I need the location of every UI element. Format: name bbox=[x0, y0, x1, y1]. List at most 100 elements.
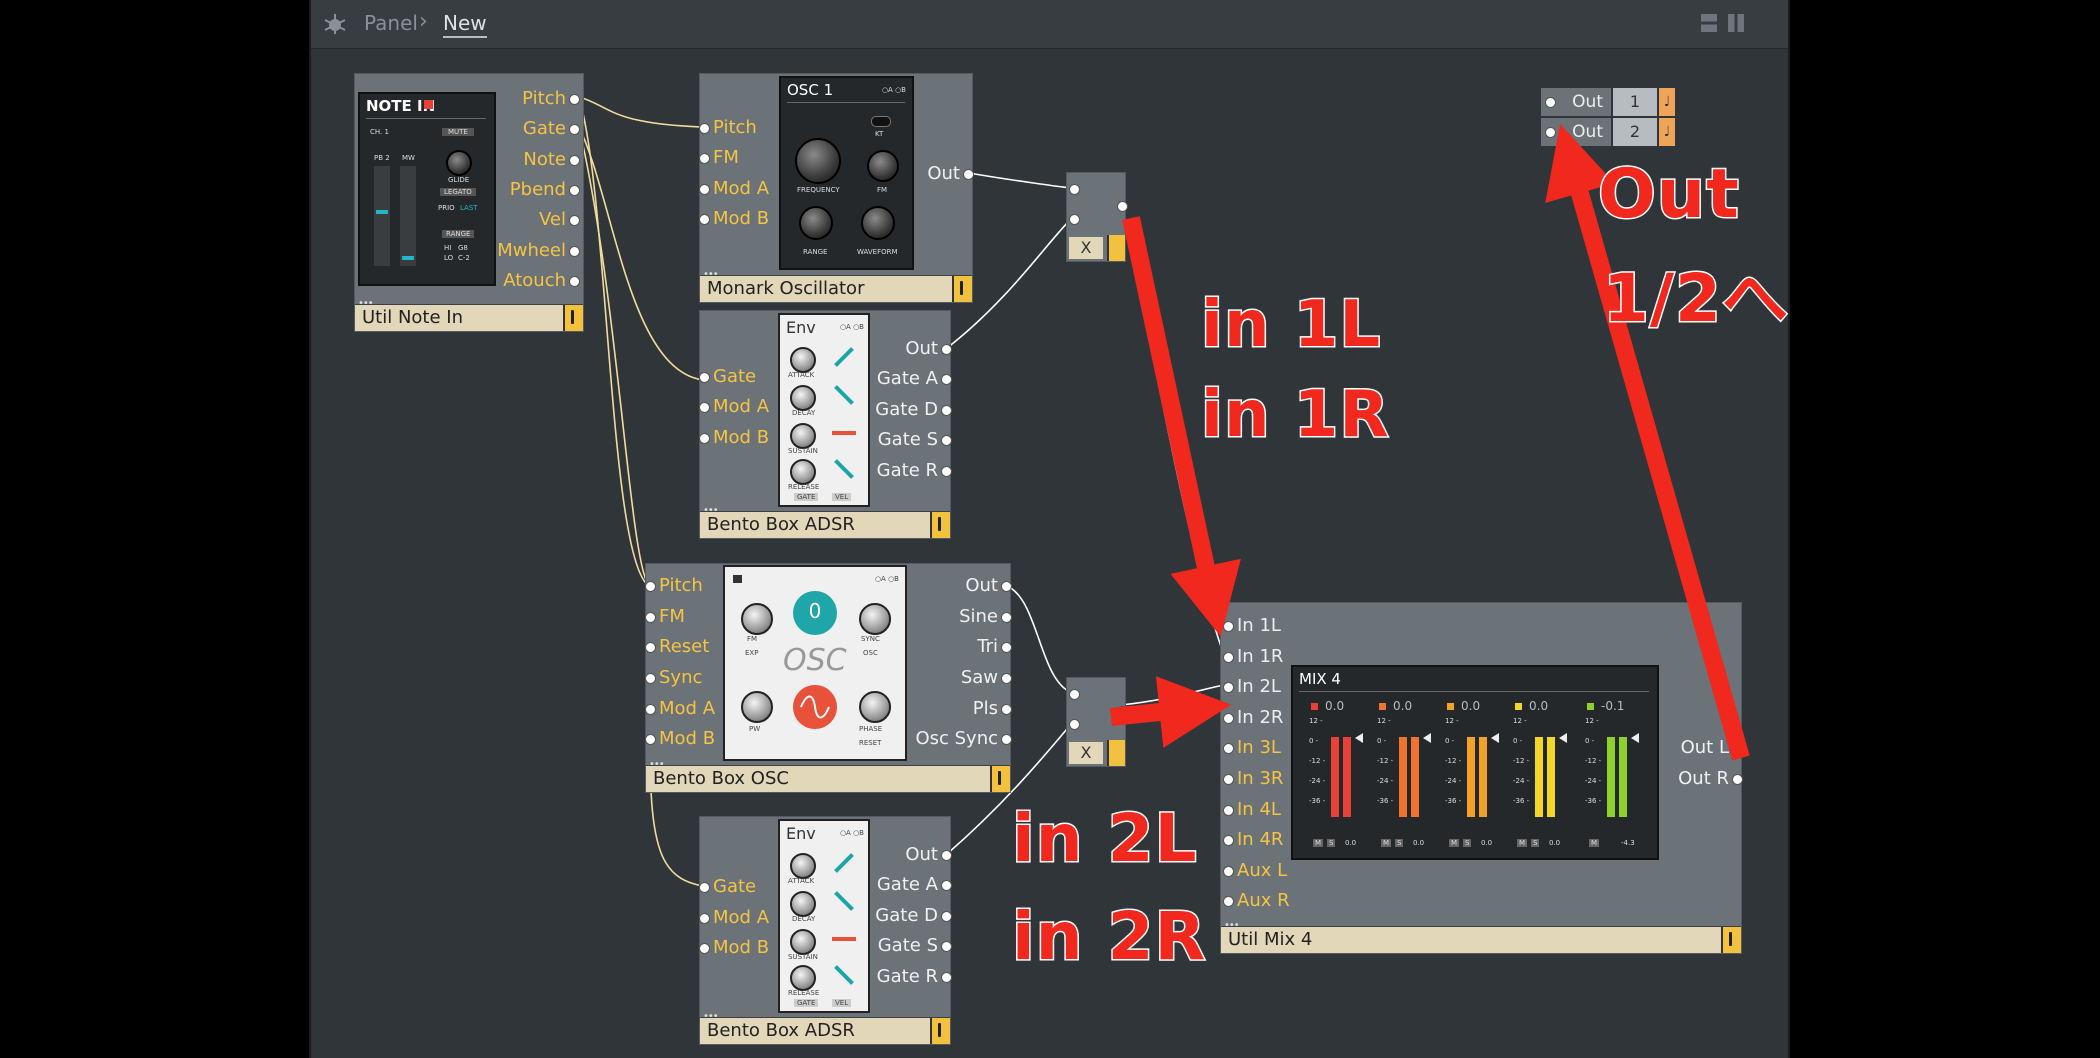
port-in-1r[interactable]: In 1R bbox=[1223, 646, 1283, 668]
mute-button[interactable]: M bbox=[1589, 839, 1600, 847]
port-pitch-out[interactable]: Pitch bbox=[522, 88, 580, 110]
port-sync-in[interactable]: Sync bbox=[645, 667, 702, 689]
port-out[interactable]: Out bbox=[927, 163, 974, 185]
breadcrumb-panel[interactable]: Panel bbox=[364, 11, 418, 35]
port-pbend-out[interactable]: Pbend bbox=[510, 179, 580, 201]
module-util-note-in[interactable]: NOTE IN CH. 1 MUTE PB 2 MW GLIDE LEGATO … bbox=[354, 73, 584, 332]
mute-button[interactable]: MUTE bbox=[442, 128, 474, 136]
sustain-knob[interactable] bbox=[790, 423, 816, 449]
out-channel[interactable]: 1 bbox=[1613, 88, 1657, 116]
port-gate-d-out[interactable]: Gate D bbox=[875, 399, 952, 421]
solo-button[interactable]: S bbox=[1395, 839, 1404, 847]
breadcrumb-new[interactable]: New bbox=[443, 11, 487, 38]
legato-button[interactable]: LEGATO bbox=[440, 188, 476, 196]
solo-button[interactable]: S bbox=[1463, 839, 1472, 847]
waveform-knob[interactable] bbox=[861, 206, 895, 240]
vca-out-jack[interactable] bbox=[1117, 201, 1128, 212]
port-gate-a-out[interactable]: Gate A bbox=[877, 874, 952, 896]
port-gate-d-out[interactable]: Gate D bbox=[875, 905, 952, 927]
module-menu-tab[interactable] bbox=[990, 766, 1010, 792]
modwheel-slider[interactable] bbox=[400, 166, 416, 266]
range-knob[interactable] bbox=[799, 206, 833, 240]
port-sine-out[interactable]: Sine bbox=[959, 606, 1012, 628]
macro-selectors[interactable]: ○A ○B bbox=[874, 575, 899, 583]
port-fm-in[interactable]: FM bbox=[699, 147, 739, 169]
module-footer[interactable]: •••Util Mix 4 bbox=[1221, 920, 1741, 953]
vca-cv-jack[interactable] bbox=[1069, 214, 1080, 225]
module-footer[interactable]: •••Bento Box OSC bbox=[646, 759, 1010, 792]
module-menu-tab[interactable] bbox=[1721, 927, 1741, 953]
kt-toggle[interactable] bbox=[871, 116, 891, 127]
port-gate-s-out[interactable]: Gate S bbox=[878, 935, 952, 957]
port-in-4r[interactable]: In 4R bbox=[1223, 829, 1283, 851]
fader-handle[interactable] bbox=[1559, 733, 1567, 743]
module-menu-tab[interactable] bbox=[952, 276, 972, 302]
gate-button[interactable]: GATE bbox=[794, 999, 819, 1007]
vel-button[interactable]: VEL bbox=[832, 999, 852, 1007]
solo-button[interactable]: S bbox=[1327, 839, 1336, 847]
fader-handle[interactable] bbox=[1355, 733, 1363, 743]
port-pitch-in[interactable]: Pitch bbox=[645, 575, 703, 597]
port-mwheel-out[interactable]: Mwheel bbox=[497, 240, 580, 262]
fm-knob[interactable] bbox=[867, 150, 899, 182]
macro-selectors[interactable]: ○A ○B bbox=[839, 829, 864, 837]
gate-button[interactable]: GATE bbox=[794, 493, 819, 501]
fader-handle[interactable] bbox=[1631, 733, 1639, 743]
module-menu-tab[interactable] bbox=[563, 305, 583, 331]
macro-selectors[interactable]: ○A ○B bbox=[881, 86, 906, 94]
module-footer[interactable]: •••Bento Box ADSR bbox=[700, 1011, 950, 1044]
out-jack[interactable] bbox=[1545, 97, 1556, 108]
note-icon[interactable]: ♩ bbox=[1659, 88, 1675, 116]
decay-knob[interactable] bbox=[790, 385, 816, 411]
mute-button[interactable]: M bbox=[1313, 839, 1324, 847]
module-bento-box-adsr-1[interactable]: Env ○A ○B ATTACK DECAY SUSTAIN RELEASE G… bbox=[699, 310, 952, 539]
port-reset-in[interactable]: Reset bbox=[645, 636, 709, 658]
module-monark-oscillator[interactable]: OSC 1 ○A ○B KT FREQUENCY FM RANGE WAVEFO… bbox=[699, 73, 974, 303]
decay-knob[interactable] bbox=[790, 891, 816, 917]
port-aux-l[interactable]: Aux L bbox=[1223, 860, 1287, 882]
sync-knob[interactable] bbox=[859, 603, 891, 635]
release-knob[interactable] bbox=[790, 459, 816, 485]
port-note-out[interactable]: Note bbox=[523, 149, 580, 171]
solo-button[interactable]: S bbox=[1531, 839, 1540, 847]
phase-knob[interactable] bbox=[859, 691, 891, 723]
port-gate-r-out[interactable]: Gate R bbox=[877, 460, 952, 482]
port-gate-out[interactable]: Gate bbox=[523, 118, 580, 140]
module-menu-tab[interactable] bbox=[1107, 740, 1125, 766]
port-in-3r[interactable]: In 3R bbox=[1223, 768, 1283, 790]
port-atouch-out[interactable]: Atouch bbox=[503, 270, 580, 292]
port-out[interactable]: Out bbox=[965, 575, 1012, 597]
vel-button[interactable]: VEL bbox=[832, 493, 852, 501]
fader-handle[interactable] bbox=[1423, 733, 1431, 743]
module-footer[interactable]: •••Monark Oscillator bbox=[700, 269, 972, 302]
port-moda-in[interactable]: Mod A bbox=[699, 178, 769, 200]
port-gate-a-out[interactable]: Gate A bbox=[877, 368, 952, 390]
waveform-selector[interactable] bbox=[793, 685, 837, 729]
vca-in-jack[interactable] bbox=[1069, 689, 1080, 700]
release-knob[interactable] bbox=[790, 965, 816, 991]
module-bento-box-osc[interactable]: ○A ○B 0 FM EXP SYNC OSC OSC PW PHASE RES… bbox=[645, 563, 1012, 793]
port-tri-out[interactable]: Tri bbox=[977, 636, 1012, 658]
port-moda-in[interactable]: Mod A bbox=[699, 907, 769, 929]
module-menu-tab[interactable] bbox=[1107, 235, 1125, 261]
out-channel[interactable]: 2 bbox=[1613, 118, 1657, 146]
port-pls-out[interactable]: Pls bbox=[973, 698, 1012, 720]
port-modb-in[interactable]: Mod B bbox=[699, 427, 769, 449]
port-gate-s-out[interactable]: Gate S bbox=[878, 429, 952, 451]
port-out[interactable]: Out bbox=[905, 338, 952, 360]
pw-knob[interactable] bbox=[741, 691, 773, 723]
port-modb-in[interactable]: Mod B bbox=[645, 728, 715, 750]
attack-knob[interactable] bbox=[790, 347, 816, 373]
pitchbend-slider[interactable] bbox=[374, 166, 390, 266]
vca-cv-jack[interactable] bbox=[1069, 719, 1080, 730]
port-out-r[interactable]: Out R bbox=[1678, 768, 1743, 790]
mute-button[interactable]: M bbox=[1449, 839, 1460, 847]
port-modb-in[interactable]: Mod B bbox=[699, 208, 769, 230]
port-vel-out[interactable]: Vel bbox=[539, 209, 580, 231]
port-aux-r[interactable]: Aux R bbox=[1223, 890, 1290, 912]
tuning-display[interactable]: 0 bbox=[793, 591, 837, 635]
module-menu-tab[interactable] bbox=[930, 512, 950, 538]
columns-view-icon[interactable] bbox=[1728, 14, 1744, 32]
port-osc-sync-out[interactable]: Osc Sync bbox=[915, 728, 1012, 750]
